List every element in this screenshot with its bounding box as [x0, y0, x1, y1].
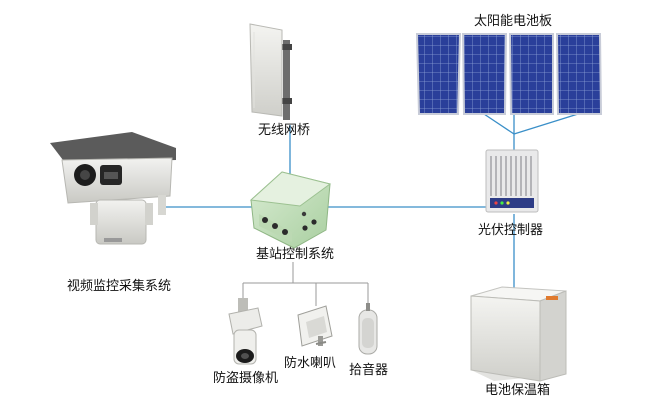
- waterproof-speaker-label: 防水喇叭: [284, 356, 337, 371]
- microphone-icon: [358, 303, 378, 355]
- solar-panel-label: 太阳能电池板: [474, 14, 553, 29]
- horn-speaker-icon: [297, 305, 333, 347]
- anti-theft-camera-label: 防盗摄像机: [213, 371, 279, 386]
- solar-panel-icon: [415, 33, 603, 115]
- security-camera-icon: [228, 298, 263, 365]
- battery-cabinet-icon: [470, 286, 567, 382]
- wireless-bridge-label: 无线网桥: [258, 123, 311, 138]
- battery-box-label: 电池保温箱: [485, 383, 551, 398]
- base-station-label: 基站控制系统: [256, 247, 335, 262]
- pv-controller-label: 光伏控制器: [478, 223, 544, 238]
- link-panel-wire-2: [513, 113, 579, 135]
- antenna-icon: [249, 23, 292, 120]
- ptz-camera-icon: [50, 132, 176, 245]
- video-system-label: 视频监控采集系统: [67, 279, 172, 294]
- link-panel-wire-1: [483, 113, 515, 135]
- lower-tree-lines: [242, 262, 369, 306]
- pickup-label: 拾音器: [349, 363, 389, 378]
- charge-controller-icon: [485, 149, 539, 213]
- connection-lines: [165, 113, 579, 290]
- control-box-icon: [249, 171, 332, 249]
